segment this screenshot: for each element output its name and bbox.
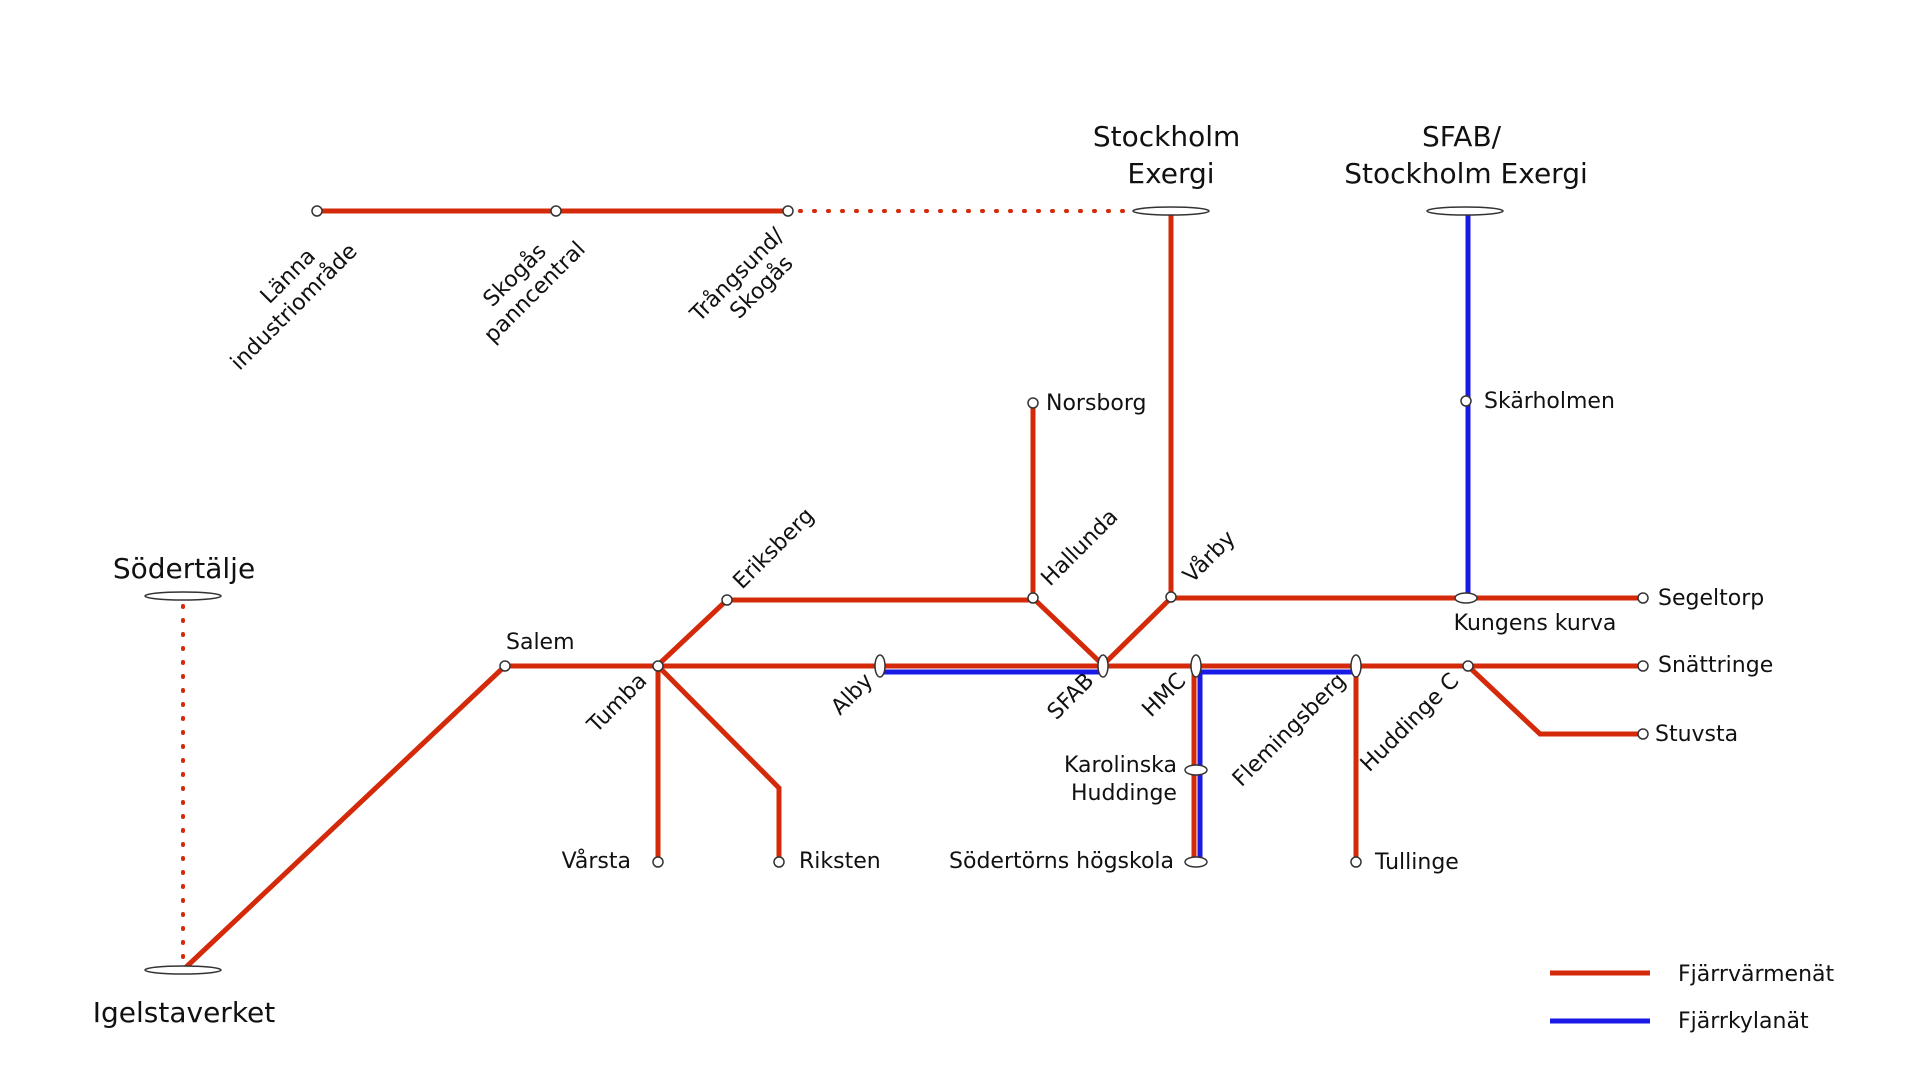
- station-marker-varsta[interactable]: [652, 856, 664, 868]
- station-label-stuvsta: Stuvsta: [1655, 722, 1738, 747]
- station-marker-salem[interactable]: [499, 660, 511, 672]
- station-label-riksten: Riksten: [799, 849, 881, 874]
- station-marker-skarholmen[interactable]: [1460, 395, 1472, 407]
- plant-marker-igelstaverket[interactable]: [144, 965, 222, 975]
- station-label-huddinge-c: Huddinge C: [1356, 669, 1464, 777]
- station-marker-hallunda[interactable]: [1027, 592, 1039, 604]
- station-label-hmc: HMC: [1138, 669, 1192, 723]
- legend-label-heating: Fjärrvärmenät: [1678, 962, 1835, 987]
- station-label-trangsund: Trångsund/ Skogås: [684, 218, 812, 346]
- station-label-kungens-kurva: Kungens kurva: [1454, 611, 1617, 636]
- station-label-skogas-panncentral: Skogås panncentral: [460, 218, 590, 348]
- station-label-sodertorns: Södertörns högskola: [949, 849, 1174, 874]
- station-marker-flemingsberg[interactable]: [1350, 654, 1362, 678]
- station-marker-skogas[interactable]: [550, 205, 562, 217]
- heating-line-tumba-riksten: [656, 664, 782, 862]
- station-marker-tullinge[interactable]: [1350, 856, 1362, 868]
- station-label-varsta: Vårsta: [562, 848, 631, 874]
- heating-line-eriksberg-tumba: [656, 598, 729, 667]
- station-label-skarholmen: Skärholmen: [1484, 389, 1615, 414]
- station-marker-trangsund[interactable]: [782, 205, 794, 217]
- station-labels: Länna industriområde Skogås panncentral …: [208, 218, 1773, 875]
- station-marker-tumba[interactable]: [652, 660, 664, 672]
- station-marker-alby[interactable]: [874, 654, 886, 678]
- station-marker-segeltorp[interactable]: [1637, 592, 1649, 604]
- station-marker-norsborg[interactable]: [1027, 397, 1039, 409]
- station-label-norsborg: Norsborg: [1046, 391, 1146, 416]
- station-marker-sfab[interactable]: [1097, 654, 1109, 678]
- station-marker-hmc[interactable]: [1190, 654, 1202, 678]
- station-label-eriksberg: Eriksberg: [729, 503, 820, 594]
- plant-marker-sodertalje[interactable]: [144, 591, 222, 601]
- station-label-alby: Alby: [827, 669, 879, 721]
- plant-label-sfab-stockholm-exergi: SFAB/ Stockholm Exergi: [1344, 120, 1588, 190]
- plant-label-sodertalje: Södertälje: [113, 552, 255, 585]
- station-marker-stuvsta[interactable]: [1637, 728, 1649, 740]
- station-label-tumba: Tumba: [582, 669, 652, 739]
- station-marker-eriksberg[interactable]: [721, 594, 733, 606]
- legend-label-cooling: Fjärrkylanät: [1678, 1009, 1809, 1034]
- plant-label-stockholm-exergi: Stockholm Exergi: [1093, 120, 1249, 190]
- station-label-hallunda: Hallunda: [1037, 505, 1124, 592]
- plant-labels: Stockholm Exergi SFAB/ Stockholm Exergi …: [93, 120, 1588, 1029]
- station-label-segeltorp: Segeltorp: [1658, 586, 1764, 611]
- station-label-tullinge: Tullinge: [1374, 850, 1459, 875]
- station-marker-riksten[interactable]: [773, 856, 785, 868]
- station-marker-varby[interactable]: [1165, 591, 1177, 603]
- station-label-snattringe: Snättringe: [1658, 653, 1773, 678]
- station-label-lanna: Länna industriområde: [208, 221, 363, 376]
- plant-label-igelstaverket: Igelstaverket: [93, 996, 276, 1029]
- station-marker-huddinge-c[interactable]: [1462, 660, 1474, 672]
- station-marker-snattringe[interactable]: [1637, 660, 1649, 672]
- heating-line-huddinge-c-stuvsta: [1466, 664, 1643, 737]
- heating-line-igelstaverket-salem: [181, 664, 507, 972]
- station-label-salem: Salem: [506, 630, 575, 655]
- plant-marker-stockholm-exergi[interactable]: [1132, 206, 1210, 216]
- plant-marker-sfab-stockholm-exergi[interactable]: [1426, 206, 1504, 216]
- legend: Fjärrvärmenät Fjärrkylanät: [1550, 962, 1835, 1034]
- station-label-sfab: SFAB: [1043, 669, 1099, 725]
- station-markers: [144, 205, 1649, 975]
- station-label-varby: Vårby: [1178, 525, 1241, 588]
- station-label-flemingsberg: Flemingsberg: [1228, 669, 1351, 792]
- station-marker-kungens-kurva[interactable]: [1454, 592, 1478, 604]
- station-marker-lanna[interactable]: [311, 205, 323, 217]
- station-marker-karolinska[interactable]: [1184, 764, 1208, 776]
- station-label-karolinska: Karolinska Huddinge: [1064, 753, 1184, 806]
- station-marker-sodertorns[interactable]: [1184, 856, 1208, 868]
